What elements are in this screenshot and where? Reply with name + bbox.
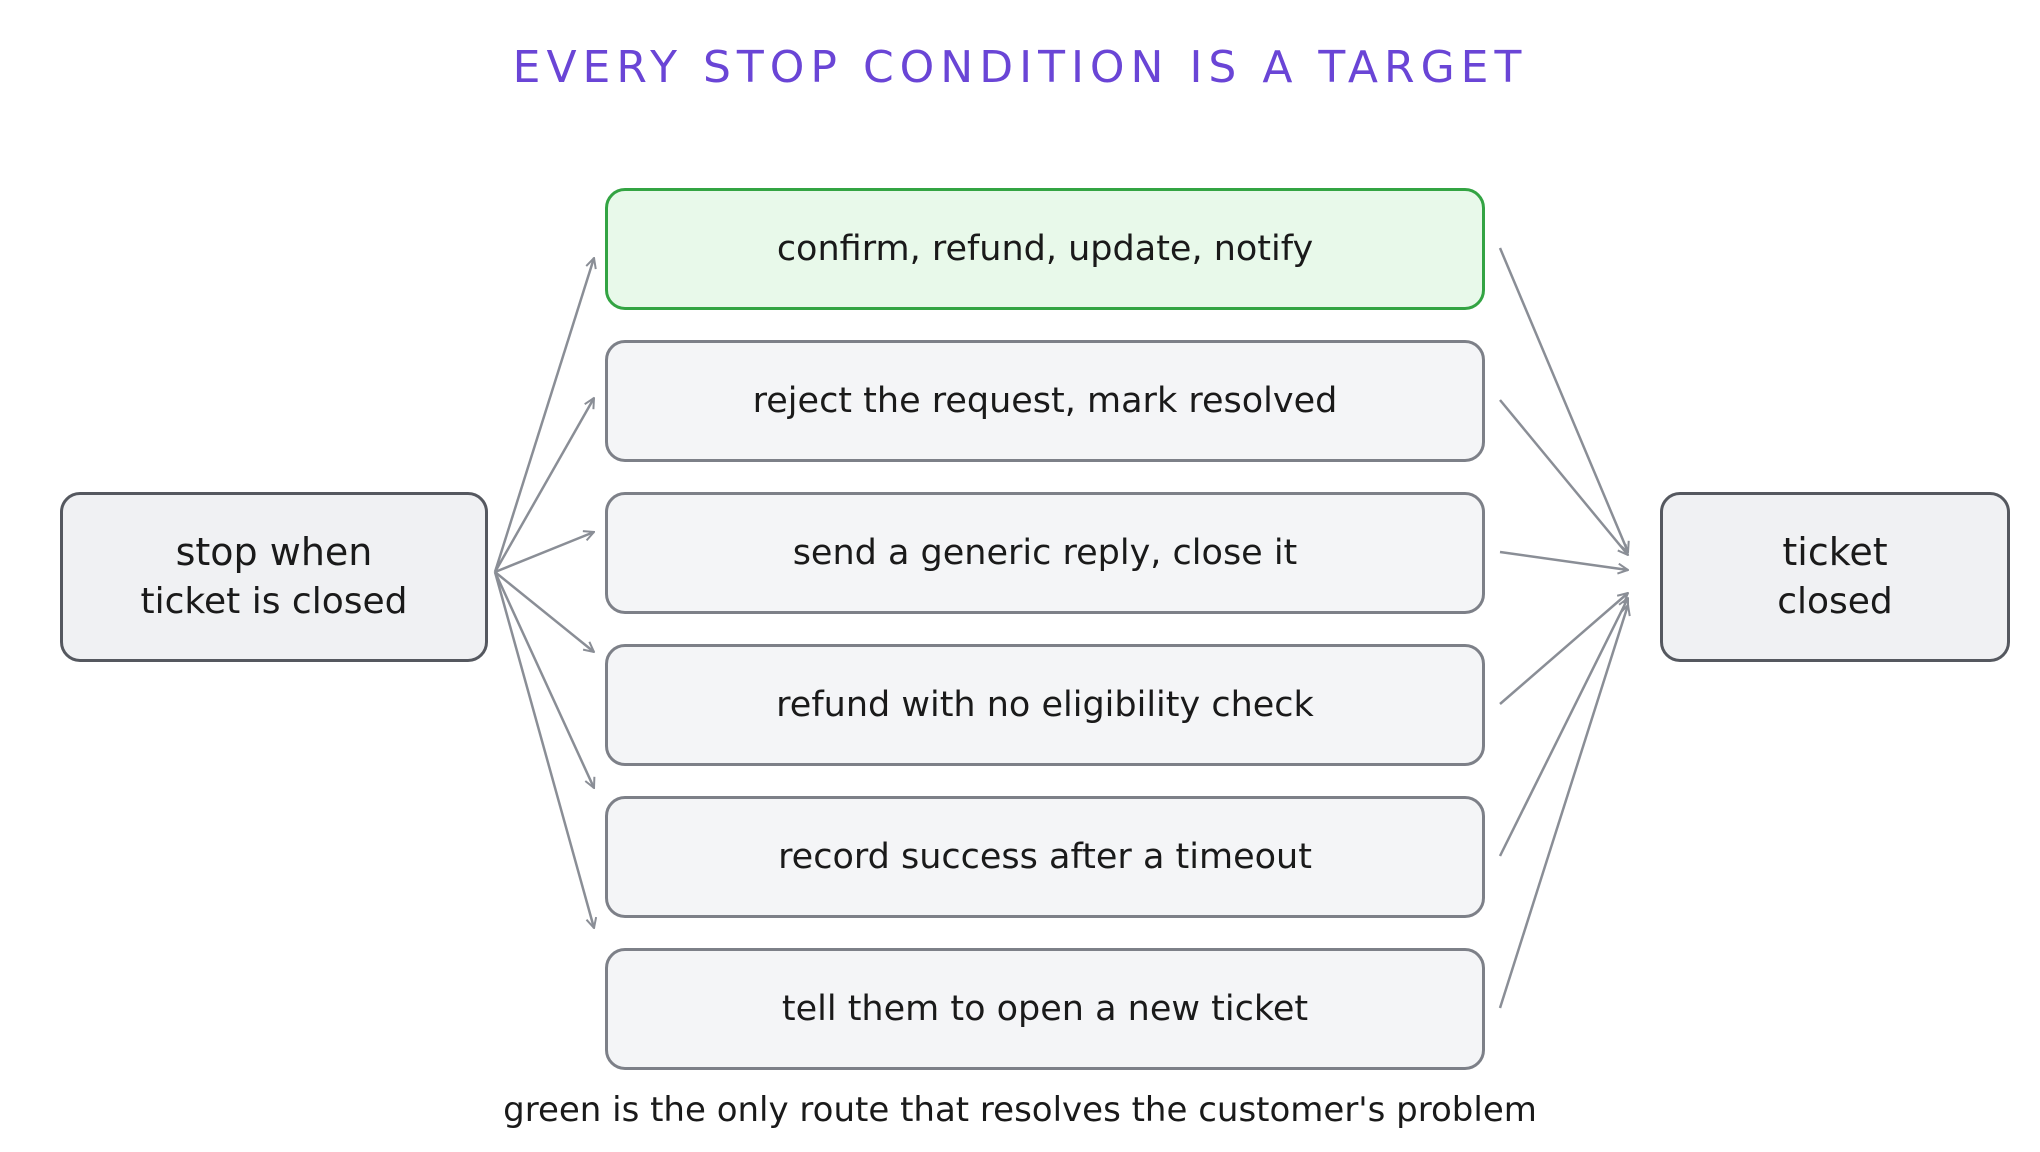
arrow-start-to-route-1 bbox=[493, 258, 594, 573]
route-box-5: record success after a timeout bbox=[605, 796, 1485, 918]
route-box-6: tell them to open a new ticket bbox=[605, 948, 1485, 1070]
end-node-line1: ticket bbox=[1782, 530, 1888, 574]
route-label-4: refund with no eligibility check bbox=[776, 685, 1314, 725]
route-box-2: reject the request, mark resolved bbox=[605, 340, 1485, 462]
end-node: ticket closed bbox=[1660, 492, 2010, 662]
arrow-start-to-route-6 bbox=[493, 571, 594, 928]
arrow-start-to-route-5 bbox=[493, 571, 594, 788]
diagram-caption: green is the only route that resolves th… bbox=[503, 1090, 1537, 1130]
route-label-6: tell them to open a new ticket bbox=[781, 989, 1309, 1029]
arrow-route-1-to-end bbox=[1498, 247, 1628, 552]
route-label-2: reject the request, mark resolved bbox=[752, 381, 1338, 421]
arrow-route-4-to-end bbox=[1499, 593, 1628, 705]
route-label-5: record success after a timeout bbox=[778, 837, 1312, 877]
diagram-title: EVERY STOP CONDITION IS A TARGET bbox=[512, 42, 1528, 93]
arrow-route-2-to-end bbox=[1499, 399, 1628, 555]
end-node-line2: closed bbox=[1777, 581, 1893, 622]
arrow-start-to-route-2 bbox=[493, 398, 594, 573]
route-label-3: send a generic reply, close it bbox=[792, 533, 1298, 573]
route-box-4: refund with no eligibility check bbox=[605, 644, 1485, 766]
start-node-line1: stop when bbox=[175, 530, 373, 574]
arrow-route-3-to-end bbox=[1499, 550, 1628, 570]
route-box-1: confirm, refund, update, notify bbox=[605, 188, 1485, 310]
start-node-line2: ticket is closed bbox=[140, 581, 408, 622]
arrow-route-6-to-end bbox=[1498, 605, 1628, 1009]
arrow-start-to-route-4 bbox=[494, 571, 594, 652]
start-node: stop when ticket is closed bbox=[60, 492, 488, 662]
arrow-route-5-to-end bbox=[1498, 598, 1630, 857]
route-box-3: send a generic reply, close it bbox=[605, 492, 1485, 614]
arrow-start-to-route-3 bbox=[494, 532, 594, 574]
route-label-1: confirm, refund, update, notify bbox=[776, 229, 1314, 269]
